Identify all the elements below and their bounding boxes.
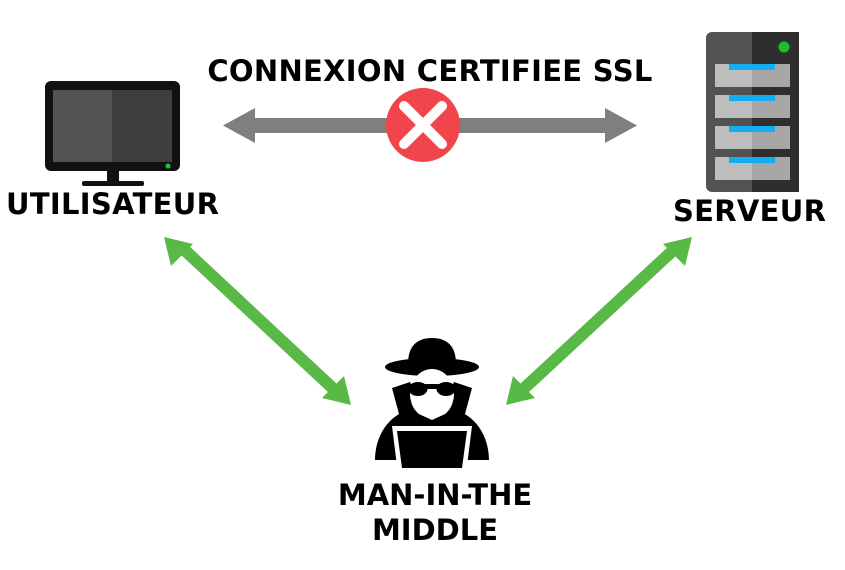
intercept-arrow-user (164, 237, 351, 405)
server-label: SERVEUR (673, 194, 827, 228)
server-icon (706, 32, 799, 192)
error-x-icon (386, 88, 460, 162)
attacker-label-line1: MAN-IN-THE (337, 478, 533, 512)
attacker-label: MAN-IN-THE MIDDLE (300, 478, 570, 548)
hacker-icon (375, 338, 489, 474)
monitor-icon (45, 81, 180, 186)
intercept-arrow-server (506, 237, 692, 405)
ssl-connection-label: CONNEXION CERTIFIEE SSL (207, 54, 653, 88)
user-label: UTILISATEUR (6, 187, 220, 221)
attacker-label-line2: MIDDLE (371, 512, 499, 547)
